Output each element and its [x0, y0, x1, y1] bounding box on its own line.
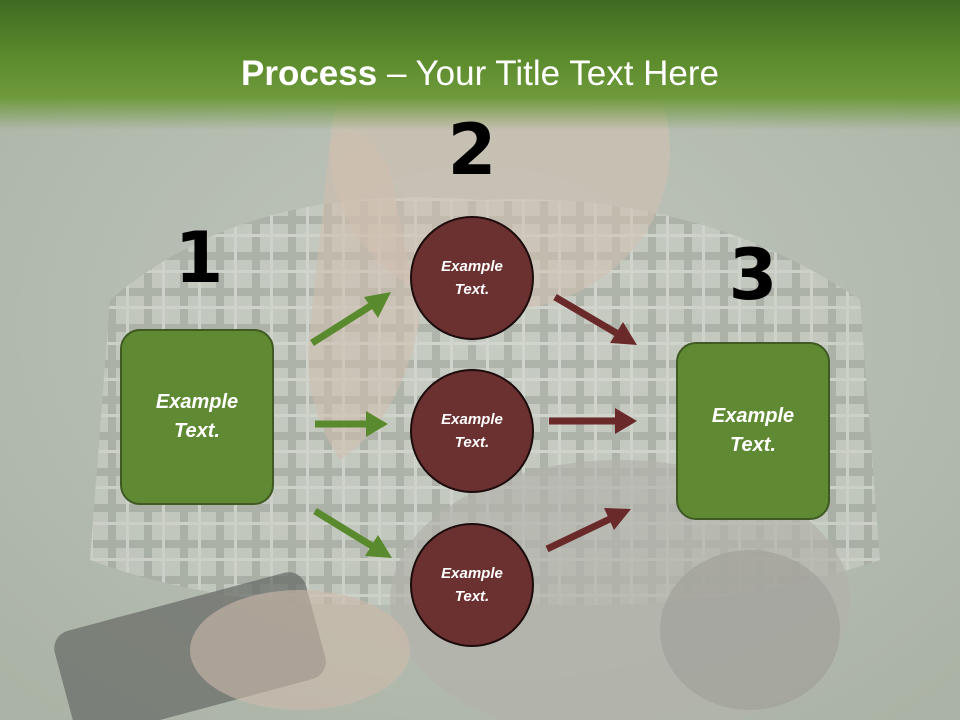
step-3-box-text: Example Text. — [711, 405, 795, 456]
arrow-maroon-middle — [549, 408, 637, 434]
circle-bottom-text: Example Text. — [441, 565, 503, 605]
slide-title: Process – Your Title Text Here — [0, 52, 960, 96]
step-2-circle-middle: Example Text. — [410, 369, 534, 493]
arrow-maroon-upper — [553, 293, 637, 345]
circle-middle-text: Example Text. — [441, 411, 503, 451]
step-1-box: Example Text. — [120, 329, 274, 505]
step-2-circle-top: Example Text. — [410, 216, 534, 340]
step-number-3: 3 — [728, 234, 778, 316]
arrow-green-middle — [315, 411, 388, 437]
step-1-box-text: Example Text. — [155, 391, 239, 442]
title-rest: – Your Title Text Here — [377, 54, 719, 93]
circle-top-text: Example Text. — [441, 258, 503, 298]
step-number-1: 1 — [174, 217, 224, 299]
step-3-box: Example Text. — [676, 342, 830, 520]
step-2-circle-bottom: Example Text. — [410, 523, 534, 647]
arrow-green-lower — [313, 508, 392, 558]
title-bold: Process — [241, 54, 378, 93]
arrow-green-upper — [310, 292, 391, 346]
title-banner — [0, 0, 960, 130]
arrow-maroon-lower — [545, 508, 631, 553]
step-number-2: 2 — [447, 109, 497, 191]
